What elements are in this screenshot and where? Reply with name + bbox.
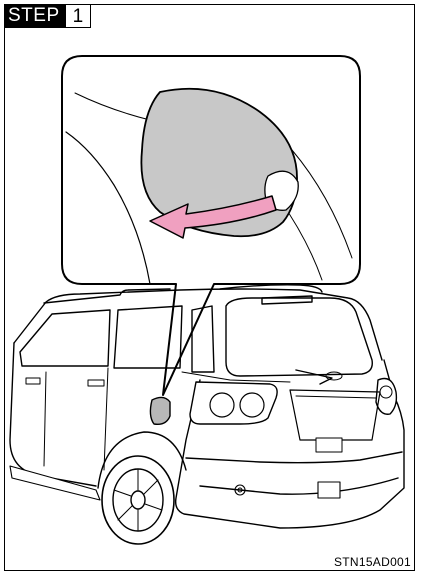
rear-wheel [98,432,186,544]
suv-body [10,285,404,528]
figure-code: STN15AD001 [334,555,411,569]
